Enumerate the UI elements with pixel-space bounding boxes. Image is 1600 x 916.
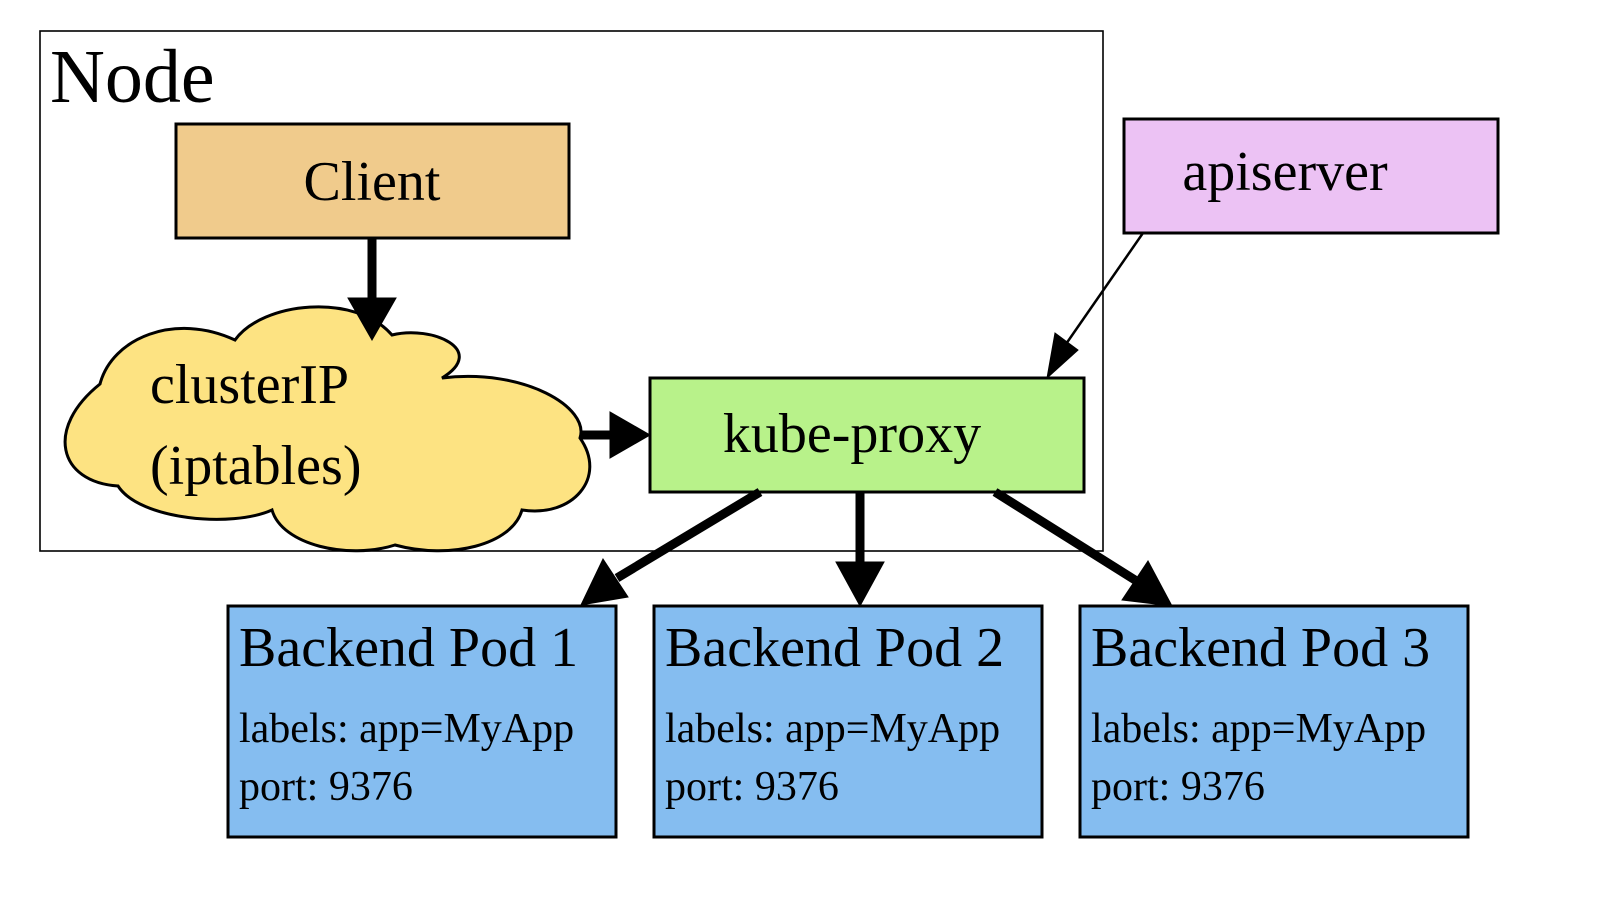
edge-line bbox=[1064, 232, 1145, 345]
backend-pod-labels: labels: app=MyApp bbox=[665, 706, 1000, 752]
arrowhead-icon bbox=[835, 561, 885, 608]
edge-client-to-cluster-ip bbox=[347, 238, 397, 342]
cluster-ip-cloud bbox=[63, 305, 592, 553]
cluster-ip-line2: (iptables) bbox=[150, 435, 361, 497]
backend-pod-box bbox=[1078, 604, 1470, 839]
apiserver-node: apiserver bbox=[1122, 117, 1500, 235]
backend-pod-labels: labels: app=MyApp bbox=[1091, 706, 1426, 752]
edge-line bbox=[992, 488, 1138, 584]
backend-pod-title: Backend Pod 1 bbox=[239, 617, 578, 679]
client-node: Client bbox=[174, 122, 571, 240]
backend-pod-port: port: 9376 bbox=[1091, 764, 1265, 810]
node-label: Node bbox=[50, 35, 215, 119]
edge-line bbox=[614, 488, 763, 582]
backend-pod-2: Backend Pod 2 labels: app=MyApp port: 93… bbox=[652, 604, 1044, 839]
backend-pod-port: port: 9376 bbox=[665, 764, 839, 810]
apiserver-box bbox=[1122, 117, 1500, 235]
backend-pod-port: port: 9376 bbox=[239, 764, 413, 810]
backend-pod-1: Backend Pod 1 labels: app=MyApp port: 93… bbox=[226, 604, 618, 839]
apiserver-label: apiserver bbox=[1182, 141, 1388, 203]
client-label: Client bbox=[304, 151, 441, 213]
kube-proxy-label: kube-proxy bbox=[723, 403, 981, 465]
cluster-ip-line1: clusterIP bbox=[150, 354, 349, 416]
client-box bbox=[174, 122, 571, 240]
edge-cluster-ip-to-kube-proxy bbox=[580, 411, 652, 459]
edge-kube-proxy-to-pod-3 bbox=[992, 488, 1173, 607]
backend-pod-box bbox=[226, 604, 618, 839]
backend-pod-labels: labels: app=MyApp bbox=[239, 706, 574, 752]
arrowhead-icon bbox=[1121, 560, 1173, 607]
backend-pod-title: Backend Pod 3 bbox=[1091, 617, 1430, 679]
backend-pod-title: Backend Pod 2 bbox=[665, 617, 1004, 679]
kube-proxy-node: kube-proxy bbox=[648, 376, 1086, 494]
arrowhead-icon bbox=[347, 297, 397, 342]
backend-pod-box bbox=[652, 604, 1044, 839]
node-group: Node bbox=[39, 30, 1104, 552]
arrowhead-icon bbox=[580, 557, 629, 606]
backend-pod-3: Backend Pod 3 labels: app=MyApp port: 93… bbox=[1078, 604, 1470, 839]
edge-kube-proxy-to-pod-2 bbox=[835, 492, 885, 608]
cluster-ip-node: clusterIP (iptables) bbox=[63, 305, 592, 553]
edge-apiserver-to-kube-proxy bbox=[1046, 232, 1145, 380]
kube-proxy-box bbox=[648, 376, 1086, 494]
arrowhead-icon bbox=[1046, 332, 1079, 380]
arrowhead-icon bbox=[609, 411, 652, 459]
edge-kube-proxy-to-pod-1 bbox=[580, 488, 763, 606]
